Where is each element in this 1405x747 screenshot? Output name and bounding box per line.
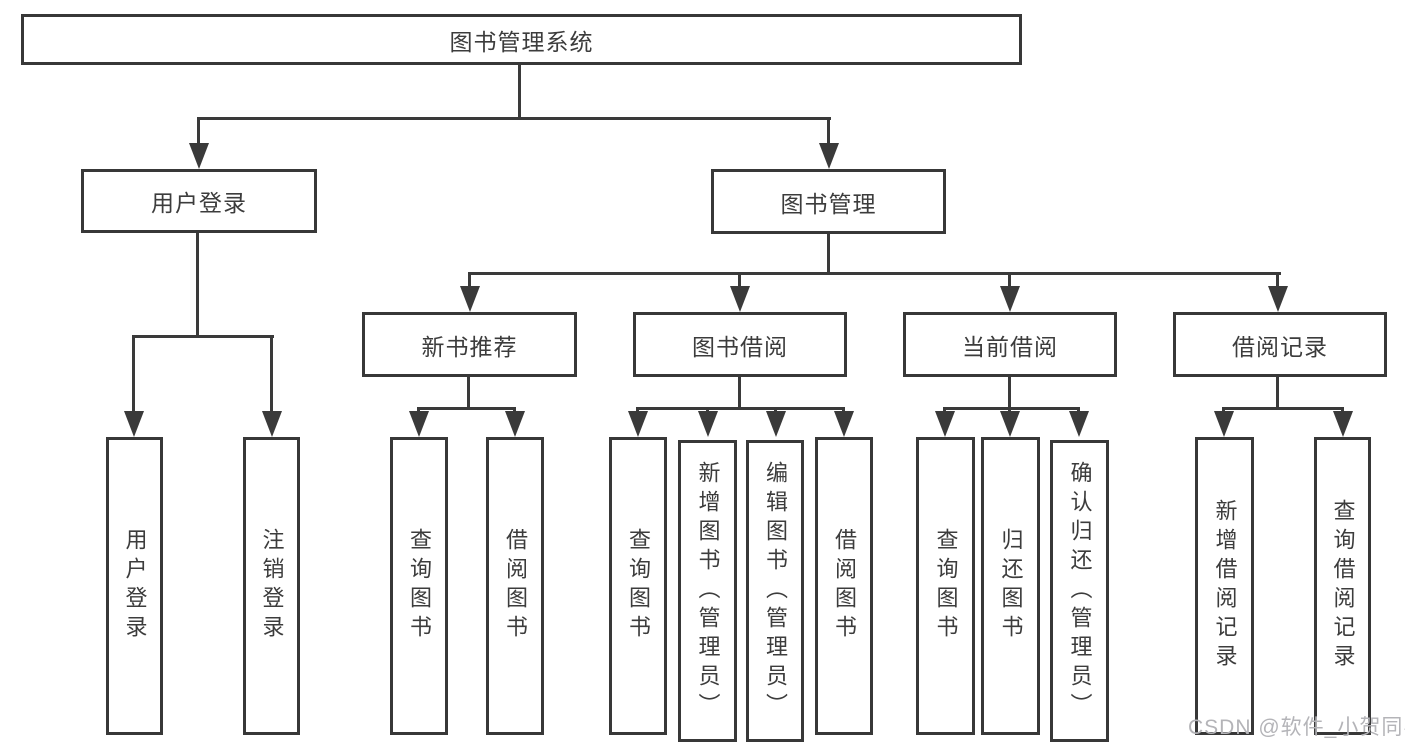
node-borrow-record-label: 借阅记录 [1232, 333, 1328, 360]
arrow-down-icon [819, 143, 839, 169]
connector-line [738, 377, 741, 407]
leaf-label: 用户登录 [122, 528, 148, 644]
arrow-down-icon [834, 411, 854, 437]
leaf-label: 查询图书 [407, 528, 432, 644]
connector-line [1222, 407, 1225, 413]
connector-line [513, 407, 516, 413]
connector-line [417, 407, 420, 413]
leaf-label: 借阅图书 [832, 528, 857, 644]
connector-line [467, 377, 470, 407]
node-book-borrow: 图书借阅 [633, 312, 847, 377]
node-book-borrow-label: 图书借阅 [692, 333, 788, 360]
connector-line [1077, 407, 1080, 413]
leaf-label: 新增借阅记录 [1212, 499, 1238, 673]
connector-line [637, 407, 845, 410]
connector-line [944, 407, 1080, 410]
connector-line [132, 335, 135, 411]
connector-line [468, 272, 1281, 275]
connector-line [518, 65, 521, 117]
leaf-label: 查询借阅记录 [1330, 499, 1356, 673]
leaf-borrow-books: 借阅图书 [815, 437, 873, 735]
connector-line [1341, 407, 1344, 413]
connector-line [774, 407, 777, 413]
leaf-query-books-current: 查询图书 [916, 437, 975, 735]
connector-line [1276, 377, 1279, 407]
arrow-down-icon [1000, 411, 1020, 437]
node-book-management-label: 图书管理 [780, 190, 877, 217]
leaf-query-borrow-record: 查询借阅记录 [1314, 437, 1371, 735]
connector-line [842, 407, 845, 413]
leaf-add-books-admin: 新增图书（管理员） [678, 440, 737, 742]
arrow-down-icon [1069, 411, 1089, 437]
connector-line [706, 407, 709, 413]
node-new-book-recommend-label: 新书推荐 [421, 333, 518, 360]
connector-line [1223, 407, 1344, 410]
arrow-down-icon [628, 411, 648, 437]
connector-line [1008, 377, 1011, 407]
arrow-down-icon [124, 411, 144, 437]
node-root-label: 图书管理系统 [449, 28, 594, 55]
arrow-down-icon [1268, 286, 1288, 312]
arrow-down-icon [1214, 411, 1234, 437]
arrow-down-icon [1000, 286, 1020, 312]
arrow-down-icon [409, 411, 429, 437]
node-user-login-label: 用户登录 [151, 190, 247, 216]
leaf-label: 确认归还（管理员） [1067, 460, 1093, 722]
leaf-label: 归还图书 [998, 528, 1024, 644]
leaf-borrow-books-recommend: 借阅图书 [486, 437, 544, 735]
arrow-down-icon [766, 411, 786, 437]
leaf-query-books-recommend: 查询图书 [390, 437, 448, 735]
node-current-borrow-label: 当前借阅 [962, 333, 1058, 360]
node-current-borrow: 当前借阅 [903, 312, 1117, 377]
connector-line [738, 272, 741, 286]
arrow-down-icon [262, 411, 282, 437]
connector-line [1008, 407, 1011, 413]
leaf-label: 编辑图书（管理员） [763, 460, 788, 722]
leaf-label: 注销登录 [259, 528, 285, 644]
arrow-down-icon [189, 143, 209, 169]
arrow-down-icon [730, 286, 750, 312]
leaf-label: 借阅图书 [503, 528, 528, 644]
leaf-user-login: 用户登录 [106, 437, 163, 735]
arrow-down-icon [505, 411, 525, 437]
connector-line [270, 335, 273, 411]
leaf-add-borrow-record: 新增借阅记录 [1195, 437, 1254, 735]
node-new-book-recommend: 新书推荐 [362, 312, 577, 377]
arrow-down-icon [460, 286, 480, 312]
connector-line [197, 117, 200, 143]
leaf-label: 查询图书 [626, 528, 651, 644]
arrow-down-icon [935, 411, 955, 437]
connector-line [827, 117, 830, 143]
connector-line [196, 233, 199, 335]
node-book-management: 图书管理 [711, 169, 946, 234]
connector-line [133, 335, 274, 338]
connector-line [418, 407, 516, 410]
connector-line [1008, 272, 1011, 286]
connector-line [827, 234, 830, 272]
node-user-login: 用户登录 [81, 169, 317, 233]
watermark: CSDN @软件_小贺同学 [1188, 716, 1405, 739]
node-root: 图书管理系统 [21, 14, 1022, 65]
leaf-confirm-return-admin: 确认归还（管理员） [1050, 440, 1109, 742]
connector-line [198, 117, 831, 120]
leaf-logout: 注销登录 [243, 437, 300, 735]
connector-line [636, 407, 639, 413]
node-borrow-record: 借阅记录 [1173, 312, 1387, 377]
leaf-return-books: 归还图书 [981, 437, 1040, 735]
connector-line [468, 272, 471, 286]
leaf-query-books-borrow: 查询图书 [609, 437, 667, 735]
arrow-down-icon [698, 411, 718, 437]
arrow-down-icon [1333, 411, 1353, 437]
leaf-label: 新增图书（管理员） [695, 460, 721, 722]
leaf-edit-books-admin: 编辑图书（管理员） [746, 440, 804, 742]
connector-line [1276, 272, 1279, 286]
connector-line [943, 407, 946, 413]
leaf-label: 查询图书 [933, 528, 959, 644]
